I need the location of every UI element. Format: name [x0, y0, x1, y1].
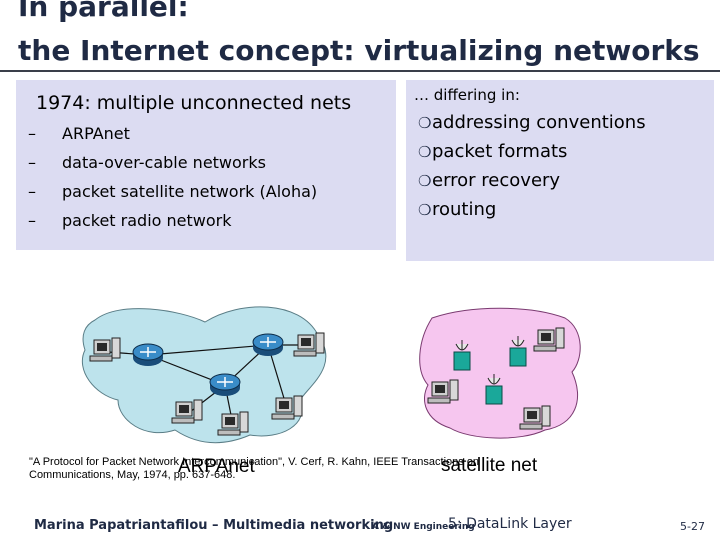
list-item: ❍routing — [418, 198, 646, 227]
computer-icon — [217, 411, 249, 436]
satellite-net-label: satellite net — [441, 455, 538, 476]
dash-bullet: – — [28, 182, 36, 201]
computer-icon — [519, 405, 551, 430]
citation: "A Protocol for Packet Network Intercomm… — [29, 456, 480, 481]
computer-icon — [427, 379, 459, 404]
router-icon — [209, 373, 241, 397]
router-icon — [132, 343, 164, 367]
computer-icon — [533, 327, 565, 352]
satellite-dish-icon — [453, 339, 471, 371]
computer-icon — [271, 395, 303, 420]
dash-bullet: – — [28, 124, 36, 143]
slide-title-line-2: the Internet concept: virtualizing netwo… — [18, 34, 700, 67]
satellite-dish-icon — [485, 373, 503, 405]
footer-author: Marina Papatriantafilou – Multimedia net… — [34, 518, 394, 533]
satellite-dish-icon — [509, 335, 527, 367]
dash-bullet: – — [28, 153, 36, 172]
list-item-text: routing — [432, 199, 497, 220]
unconnected-nets-box: 1974: multiple unconnected nets – ARPAnet… — [16, 80, 396, 250]
computer-icon — [293, 332, 325, 357]
list-item-text: data-over-cable networks — [62, 153, 266, 172]
list-item: – data-over-cable networks — [28, 152, 317, 181]
computer-icon — [89, 337, 121, 362]
list-item-text: packet satellite network (Aloha) — [62, 182, 318, 201]
bullet-icon: ❍ — [418, 114, 432, 132]
bullet-icon: ❍ — [418, 172, 432, 190]
arpanet-label: ARPAnet — [178, 456, 255, 477]
list-item-text: packet formats — [432, 141, 568, 162]
footer-course: A & NW Engineering — [372, 522, 475, 532]
list-item-text: error recovery — [432, 170, 561, 191]
footer-chapter: 5: DataLink Layer — [448, 516, 572, 532]
list-item-text: ARPAnet — [62, 124, 130, 143]
slide-title-line-1: In parallel: — [18, 0, 189, 23]
arpanet-cloud — [81, 306, 327, 444]
list-item: – packet satellite network (Aloha) — [28, 181, 317, 210]
unconnected-nets-list: – ARPAnet – data-over-cable networks – pack… — [28, 123, 317, 239]
list-item-text: addressing conventions — [432, 112, 646, 133]
list-item: ❍packet formats — [418, 140, 646, 169]
list-item: – packet radio network — [28, 210, 317, 239]
differences-box: … differing in: ❍addressing conventions … — [406, 80, 714, 261]
list-item-text: packet radio network — [62, 211, 232, 230]
dash-bullet: – — [28, 211, 36, 230]
unconnected-nets-heading: 1974: multiple unconnected nets — [36, 92, 352, 114]
list-item: ❍error recovery — [418, 169, 646, 198]
title-divider — [0, 70, 720, 72]
satellite-net-cloud — [419, 307, 581, 439]
list-item: – ARPAnet — [28, 123, 317, 152]
list-item: ❍addressing conventions — [418, 111, 646, 140]
differences-heading: … differing in: — [414, 86, 520, 104]
page-number: 5-27 — [680, 520, 705, 533]
computer-icon — [171, 399, 203, 424]
router-icon — [252, 333, 284, 357]
differences-list: ❍addressing conventions ❍packet formats … — [418, 111, 646, 227]
bullet-icon: ❍ — [418, 143, 432, 161]
bullet-icon: ❍ — [418, 201, 432, 219]
